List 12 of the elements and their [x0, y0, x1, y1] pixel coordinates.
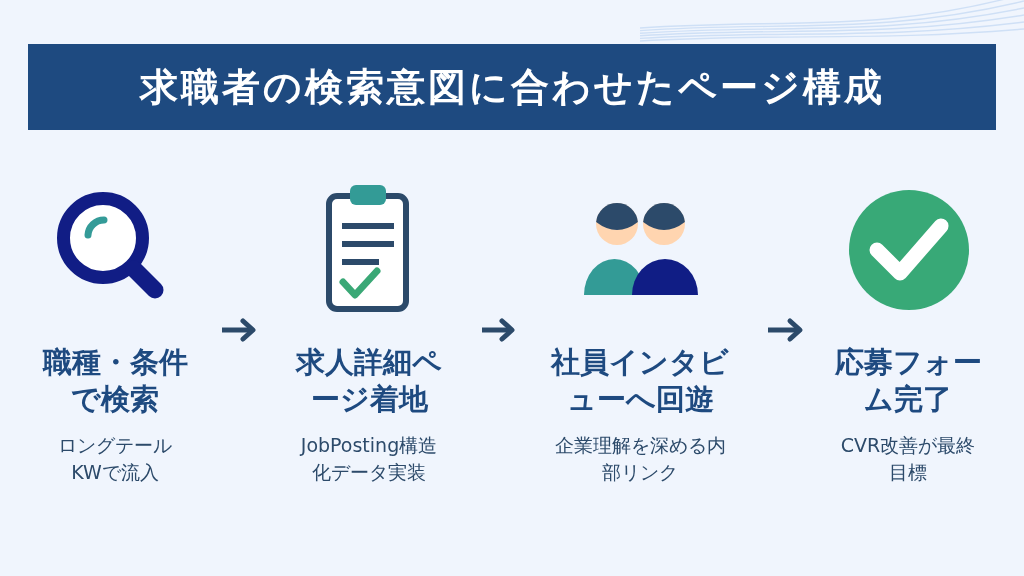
- step-heading: 社員インタビューへ回遊: [549, 344, 730, 418]
- step-heading: 職種・条件で検索: [41, 344, 189, 418]
- step-description: JobPosting構造化データ実装: [298, 433, 439, 485]
- step-heading: 求人詳細ページ着地: [294, 344, 443, 418]
- step-description: CVR改善が最終目標: [839, 433, 977, 485]
- arrow: [222, 318, 256, 342]
- title-banner: 求職者の検索意図に合わせたページ構成: [28, 44, 996, 130]
- step-heading: 応募フォーム完了: [833, 344, 983, 418]
- arrow: [482, 318, 515, 342]
- arrow: [768, 318, 803, 342]
- step-description: 企業理解を深める内部リンク: [553, 433, 727, 485]
- step-description: ロングテールKWで流入: [57, 433, 173, 485]
